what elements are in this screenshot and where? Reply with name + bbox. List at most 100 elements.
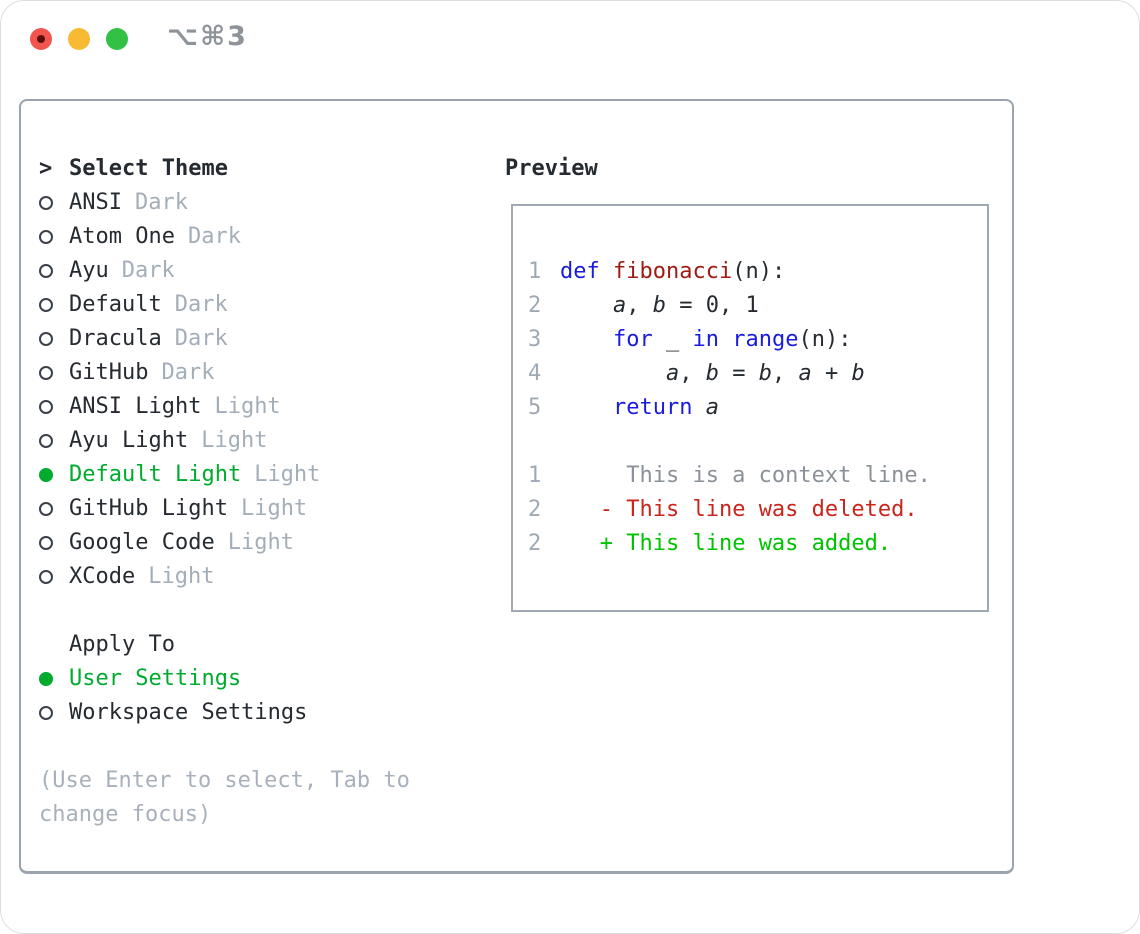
option-variant: Light xyxy=(214,394,281,419)
option-label: User Settings xyxy=(69,666,242,691)
theme-option-dracula[interactable]: Dracula Dark xyxy=(39,322,475,356)
preview-content: 1 def fibonacci(n): 2 a, b = 0, 1 3 for … xyxy=(513,206,987,561)
preview-line: 3 for _ in range(n): xyxy=(528,323,987,357)
theme-option-google-code[interactable]: Google Code Light xyxy=(39,526,475,560)
line-number: 4 xyxy=(528,361,542,386)
radio-cell xyxy=(39,672,69,686)
theme-option-default-light[interactable]: Default Light Light xyxy=(39,458,475,492)
option-variant: Dark xyxy=(134,190,188,215)
option-label: Atom One xyxy=(69,224,175,249)
theme-option-ayu-light[interactable]: Ayu Light Light xyxy=(39,424,475,458)
option-variant: Light xyxy=(254,462,321,487)
preview-line: 2 + This line was added. xyxy=(528,527,987,561)
option-label: ANSI Light xyxy=(69,394,202,419)
radio-cell xyxy=(39,366,69,380)
option-label: GitHub Light xyxy=(69,496,228,521)
line-number: 2 xyxy=(528,531,542,556)
preview-line: 1 This is a context line. xyxy=(528,459,987,493)
theme-option-ansi[interactable]: ANSI Dark xyxy=(39,186,475,220)
option-variant: Dark xyxy=(174,326,228,351)
theme-column: > Select Theme ANSI Dark Atom One Dark A… xyxy=(39,152,475,832)
radio-icon xyxy=(39,298,53,312)
theme-option-atom-one[interactable]: Atom One Dark xyxy=(39,220,475,254)
gap xyxy=(39,730,475,764)
close-button[interactable] xyxy=(30,28,52,50)
radio-cell xyxy=(39,298,69,312)
radio-cell xyxy=(39,264,69,278)
radio-cell xyxy=(39,536,69,550)
line-content: a, b = b, a + b xyxy=(665,361,865,386)
preview-line: 5 return a xyxy=(528,391,987,425)
apply-option-workspace-settings[interactable]: Workspace Settings xyxy=(39,696,475,730)
preview-line: 2 - This line was deleted. xyxy=(528,493,987,527)
cursor-prefix-icon: > xyxy=(39,156,53,181)
radio-icon xyxy=(39,434,53,448)
line-content: - This line was deleted. xyxy=(599,497,918,522)
radio-icon xyxy=(39,468,53,482)
apply-to-label: Apply To xyxy=(69,632,175,657)
window-titlebar: ⌥⌘3 xyxy=(1,1,1139,79)
theme-option-github[interactable]: GitHub Dark xyxy=(39,356,475,390)
radio-cell xyxy=(39,468,69,482)
option-variant: Light xyxy=(227,530,294,555)
radio-icon xyxy=(39,230,53,244)
option-label: XCode xyxy=(69,564,136,589)
preview-line: 4 a, b = b, a + b xyxy=(528,357,987,391)
radio-icon xyxy=(39,672,53,686)
theme-option-ayu[interactable]: Ayu Dark xyxy=(39,254,475,288)
radio-icon xyxy=(39,570,53,584)
option-variant: Dark xyxy=(161,360,215,385)
option-label: Ayu Light xyxy=(69,428,189,453)
code-block: 1 def fibonacci(n): 2 a, b = 0, 1 3 for … xyxy=(528,255,987,425)
option-label: Default xyxy=(69,292,162,317)
line-number: 1 xyxy=(528,463,542,488)
preview-pane: 1 def fibonacci(n): 2 a, b = 0, 1 3 for … xyxy=(511,204,989,612)
apply-to-header: Apply To xyxy=(39,628,475,662)
option-variant: Light xyxy=(240,496,308,521)
window-title: ⌥⌘3 xyxy=(167,21,248,52)
radio-icon xyxy=(39,196,53,210)
radio-icon xyxy=(39,502,53,516)
radio-cell xyxy=(39,332,69,346)
radio-icon xyxy=(39,536,53,550)
radio-cell xyxy=(39,230,69,244)
apply-list: User Settings Workspace Settings xyxy=(39,662,475,730)
theme-list: ANSI Dark Atom One Dark Ayu Dark Default… xyxy=(39,186,475,594)
line-content: return a xyxy=(612,395,719,420)
apply-option-user-settings[interactable]: User Settings xyxy=(39,662,475,696)
radio-cell xyxy=(39,400,69,414)
line-number: 5 xyxy=(528,395,542,420)
radio-icon xyxy=(39,400,53,414)
radio-icon xyxy=(39,264,53,278)
radio-cell xyxy=(39,434,69,448)
hint-text: (Use Enter to select, Tab to change focu… xyxy=(39,768,410,827)
line-content: + This line was added. xyxy=(599,531,892,556)
option-label: ANSI xyxy=(69,190,122,215)
select-theme-label: Select Theme xyxy=(69,156,228,181)
option-label: GitHub xyxy=(69,360,149,385)
option-label: Ayu xyxy=(69,258,109,283)
radio-cell xyxy=(39,570,69,584)
line-content: a, b = 0, 1 xyxy=(612,293,759,318)
option-variant: Dark xyxy=(174,292,228,317)
minimize-button[interactable] xyxy=(68,28,90,50)
theme-option-default[interactable]: Default Dark xyxy=(39,288,475,322)
option-label: Dracula xyxy=(69,326,162,351)
line-content: This is a context line. xyxy=(560,463,931,488)
radio-icon xyxy=(39,332,53,346)
theme-option-ansi-light[interactable]: ANSI Light Light xyxy=(39,390,475,424)
option-label: Google Code xyxy=(69,530,215,555)
radio-icon xyxy=(39,706,53,720)
theme-option-github-light[interactable]: GitHub Light Light xyxy=(39,492,475,526)
option-label: Default Light xyxy=(69,462,242,487)
line-content: for _ in range(n): xyxy=(612,327,852,352)
theme-option-xcode[interactable]: XCode Light xyxy=(39,560,475,594)
line-number: 3 xyxy=(528,327,542,352)
zoom-button[interactable] xyxy=(106,28,128,50)
option-variant: Dark xyxy=(121,258,175,283)
line-number: 2 xyxy=(528,497,542,522)
line-number: 1 xyxy=(528,259,542,284)
gap xyxy=(39,594,475,628)
line-content: def fibonacci(n): xyxy=(560,259,786,284)
